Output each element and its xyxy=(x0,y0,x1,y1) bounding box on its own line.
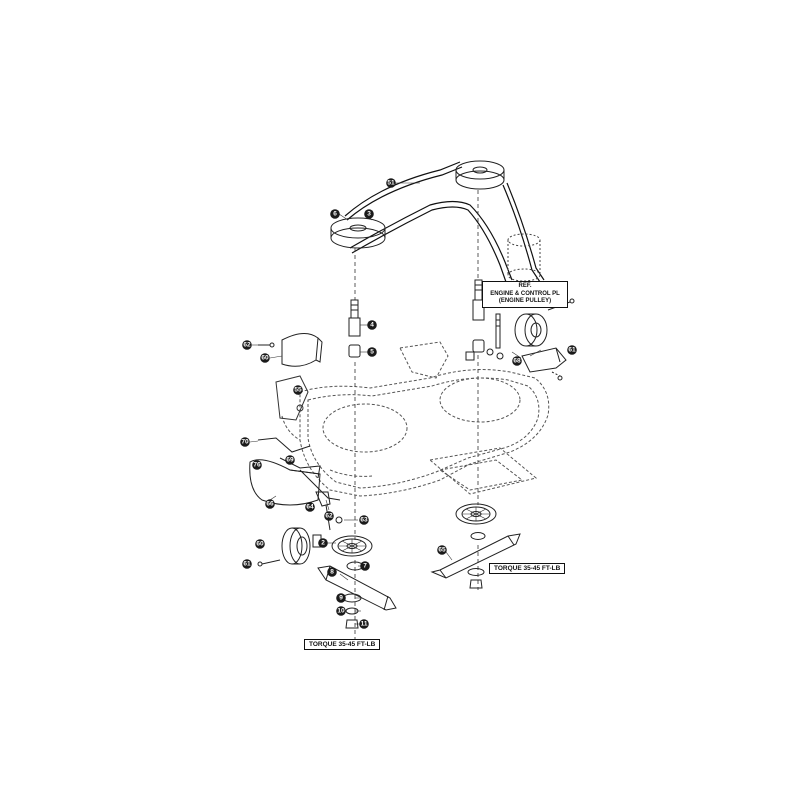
callout-69: 69 xyxy=(285,455,295,465)
svg-text:2: 2 xyxy=(321,540,325,547)
svg-text:63: 63 xyxy=(360,517,368,524)
callout-6: 6 xyxy=(330,209,340,219)
engine-line2-text: (ENGINE PULLEY) xyxy=(498,298,552,304)
right-mower-blade xyxy=(430,533,521,579)
idler-arm-assembly xyxy=(257,437,341,501)
svg-text:61: 61 xyxy=(243,561,251,568)
svg-text:11: 11 xyxy=(361,621,368,628)
callout-66: 66 xyxy=(265,499,275,509)
svg-text:62: 62 xyxy=(243,342,251,349)
callout-10: 10 xyxy=(336,606,346,616)
svg-text:76: 76 xyxy=(253,462,261,469)
right-spindle-pulley xyxy=(455,160,505,190)
engine-pulley-reference-label: REF. ENGINE & CONTROL PL (ENGINE PULLEY) xyxy=(482,281,568,308)
svg-text:3: 3 xyxy=(367,211,371,218)
mower-deck-housing xyxy=(281,341,550,497)
left-spindle-shaft xyxy=(348,299,361,358)
callout-9: 9 xyxy=(336,593,346,603)
callout-76: 76 xyxy=(252,460,262,470)
svg-text:9: 9 xyxy=(339,595,343,602)
svg-text:4: 4 xyxy=(370,322,374,329)
callout-51: 51 xyxy=(386,178,396,188)
svg-text:70: 70 xyxy=(241,439,249,446)
callout-61b: 61 xyxy=(567,345,577,355)
svg-text:55: 55 xyxy=(294,387,302,394)
right-belt-shield xyxy=(521,347,567,381)
svg-text:10: 10 xyxy=(337,608,345,615)
link-rod xyxy=(315,491,343,531)
bracket-55 xyxy=(275,375,309,421)
engine-line1-text: ENGINE & CONTROL PL xyxy=(490,290,560,297)
callout-60a: 60 xyxy=(260,353,270,363)
svg-text:5: 5 xyxy=(370,349,374,356)
callout-70: 70 xyxy=(240,437,250,447)
spindle-centerlines xyxy=(354,190,479,640)
right-bolt-shaft xyxy=(486,313,504,360)
callout-68: 68 xyxy=(512,356,522,366)
callout-4: 4 xyxy=(367,320,377,330)
right-blade-hardware xyxy=(467,568,485,589)
svg-text:6: 6 xyxy=(333,211,337,218)
svg-text:66: 66 xyxy=(266,501,274,508)
svg-text:69: 69 xyxy=(286,457,294,464)
left-spindle-pulley xyxy=(330,217,386,249)
callout-11: 11 xyxy=(359,619,369,629)
svg-text:8: 8 xyxy=(330,569,334,576)
callout-2: 2 xyxy=(318,538,328,548)
callout-3: 3 xyxy=(364,209,374,219)
bolt-62 xyxy=(258,342,275,348)
right-blade-adapter xyxy=(455,503,497,540)
torque-spec-left-label: TORQUE 35-45 FT-LB xyxy=(304,639,381,650)
drive-belt xyxy=(344,161,545,283)
bolt-61-left xyxy=(257,559,281,567)
svg-text:64: 64 xyxy=(306,504,314,511)
left-belt-guard xyxy=(281,333,323,367)
svg-text:61: 61 xyxy=(568,347,576,354)
torque-spec-right-label: TORQUE 35-45 FT-LB xyxy=(489,563,566,574)
callout-62b: 62 xyxy=(324,511,334,521)
engine-pulley xyxy=(507,233,541,282)
callout-7: 7 xyxy=(360,561,370,571)
left-gauge-wheel xyxy=(281,527,322,565)
callout-65: 65 xyxy=(437,545,447,555)
callout-5: 5 xyxy=(367,347,377,357)
svg-text:62: 62 xyxy=(325,513,333,520)
svg-text:7: 7 xyxy=(363,563,367,570)
callout-8: 8 xyxy=(327,567,337,577)
svg-text:60: 60 xyxy=(261,355,269,362)
svg-text:60: 60 xyxy=(256,541,264,548)
callout-61a: 61 xyxy=(242,559,252,569)
callout-64: 64 xyxy=(305,502,315,512)
left-blade-adapter xyxy=(331,535,373,557)
callout-63: 63 xyxy=(359,515,369,525)
callout-leader-lines xyxy=(249,182,542,625)
svg-text:65: 65 xyxy=(438,547,446,554)
callout-60b: 60 xyxy=(255,539,265,549)
svg-text:68: 68 xyxy=(513,358,521,365)
callout-62: 62 xyxy=(242,340,252,350)
svg-text:51: 51 xyxy=(387,180,395,187)
left-deflector-shield xyxy=(249,459,321,506)
engine-ref-text: REF. xyxy=(518,283,532,289)
callout-55: 55 xyxy=(293,385,303,395)
